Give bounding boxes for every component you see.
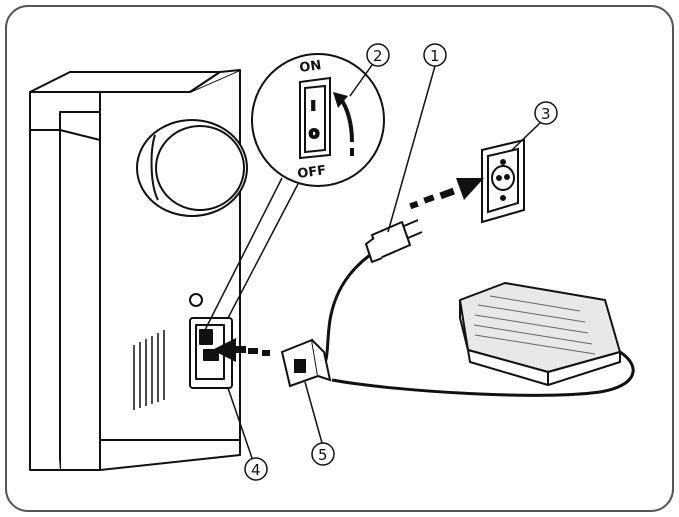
power-cord (318, 253, 371, 373)
switch-on-label: ON (298, 58, 322, 76)
svg-text:4: 4 (251, 461, 261, 479)
svg-text:1: 1 (430, 47, 440, 65)
switch-off-label: OFF (296, 163, 327, 182)
plug-direction-arrow (409, 178, 484, 210)
power-plug (365, 219, 423, 263)
svg-text:2: 2 (373, 47, 383, 65)
connector-direction-arrow (212, 338, 270, 362)
callout-1: 1 (387, 43, 447, 233)
callout-4: 4 (227, 387, 268, 481)
diagram-frame (5, 5, 674, 512)
wall-outlet (481, 138, 525, 224)
vent-slots (133, 330, 165, 410)
switch-zoom: ON OFF I O (204, 53, 385, 331)
callout-2: 2 (349, 43, 390, 97)
svg-text:3: 3 (541, 105, 551, 123)
foot-pedal (459, 282, 621, 386)
pedal-cord (331, 350, 635, 397)
rocker-switch: I O (299, 76, 331, 160)
callout-5: 5 (304, 381, 335, 466)
svg-text:O: O (309, 127, 319, 141)
svg-text:5: 5 (318, 446, 328, 464)
machine-connector (280, 338, 332, 388)
svg-text:I: I (311, 99, 315, 113)
sewing-machine (29, 69, 248, 471)
callout-3: 3 (511, 101, 558, 151)
